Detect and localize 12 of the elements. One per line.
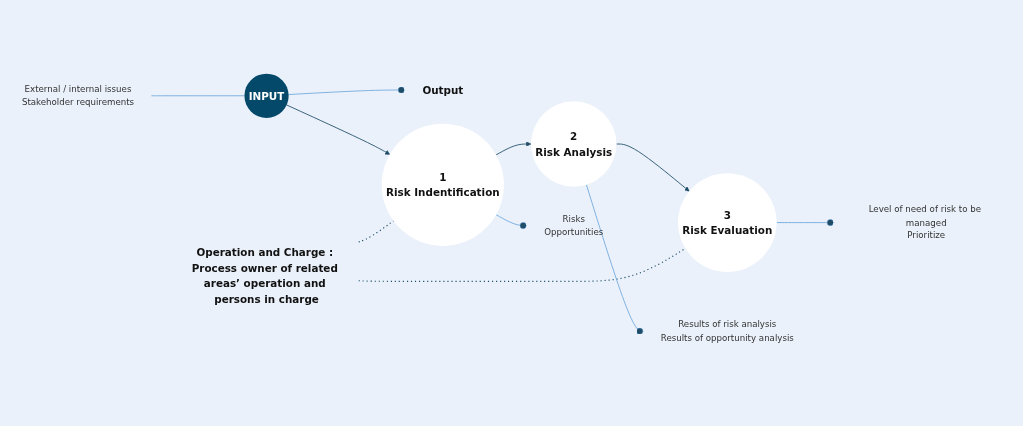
node-circle: INPUT [244,73,289,118]
node-text: Level of need of risk to be managed Prioritize [868,204,982,241]
node-circle: 3 Risk Evaluation [678,173,777,272]
node-circle: 1 Risk Indentification [381,123,504,246]
node-text: External / internal issues Stakeholder requirements [21,83,135,108]
connector [150,95,245,96]
node-text: Output [422,83,464,96]
node-text: Risks Opportunities [544,213,604,237]
connector [358,247,686,282]
node-circle: 2 Risk Analysis [531,101,617,187]
node-text: Operation and Charge : Process owner of related areas’ operation and persons in charge [191,246,338,305]
node-text: Results of risk analysis Results of opportunity analysis [660,319,794,343]
